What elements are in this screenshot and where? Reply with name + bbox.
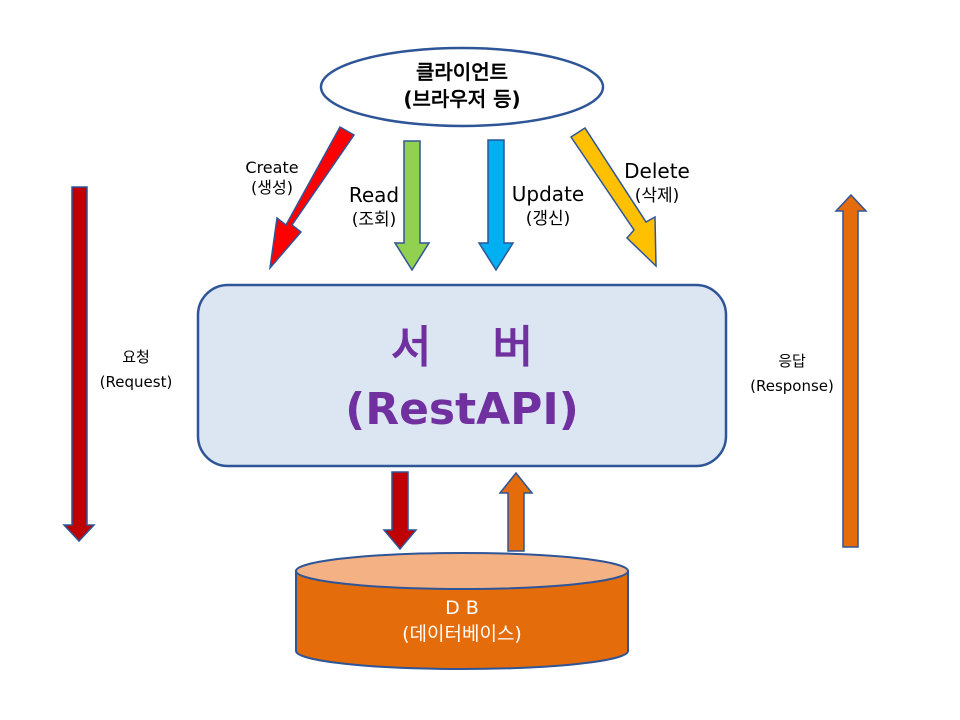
delete-label: Delete (624, 159, 690, 183)
client-sublabel: (브라우저 등) (403, 87, 520, 111)
request-label-group: 요청 (Request) (100, 348, 173, 391)
server-sublabel: (RestAPI) (345, 384, 579, 435)
update-label-group: Update (갱신) (512, 182, 584, 229)
client-ellipse (319, 46, 605, 128)
create-label-group: Create (생성) (245, 158, 298, 197)
update-sublabel: (갱신) (526, 209, 571, 229)
response-label: 응답 (778, 352, 806, 370)
server-node: 서 버 (RestAPI) (196, 283, 728, 468)
database-node: D B (데이터베이스) (295, 552, 629, 670)
request-label: 요청 (122, 348, 150, 366)
response-arrow (834, 193, 868, 548)
response-sublabel: (Response) (750, 377, 834, 395)
read-sublabel: (조회) (352, 210, 397, 230)
server-label: 서 버 (391, 322, 533, 373)
read-label: Read (349, 183, 399, 207)
server-to-db-arrow (382, 471, 418, 551)
server-box (196, 283, 728, 468)
update-label: Update (512, 182, 584, 206)
create-arrow (268, 125, 356, 271)
response-label-group: 응답 (Response) (750, 352, 834, 395)
delete-arrow (569, 126, 657, 268)
create-label: Create (245, 158, 298, 177)
client-node: 클라이언트 (브라우저 등) (319, 46, 605, 128)
database-body (295, 570, 629, 670)
delete-label-group: Delete (삭제) (624, 159, 690, 206)
client-label: 클라이언트 (416, 60, 508, 84)
request-arrow (62, 186, 96, 543)
read-label-group: Read (조회) (349, 183, 399, 230)
create-sublabel: (생성) (251, 178, 293, 197)
database-label: D B (445, 597, 479, 619)
database-sublabel: (데이터베이스) (402, 623, 522, 645)
read-arrow (393, 140, 431, 272)
delete-sublabel: (삭제) (635, 186, 680, 206)
db-to-server-arrow (498, 471, 534, 552)
database-top (295, 552, 629, 590)
update-arrow (477, 139, 515, 272)
request-sublabel: (Request) (100, 373, 173, 391)
